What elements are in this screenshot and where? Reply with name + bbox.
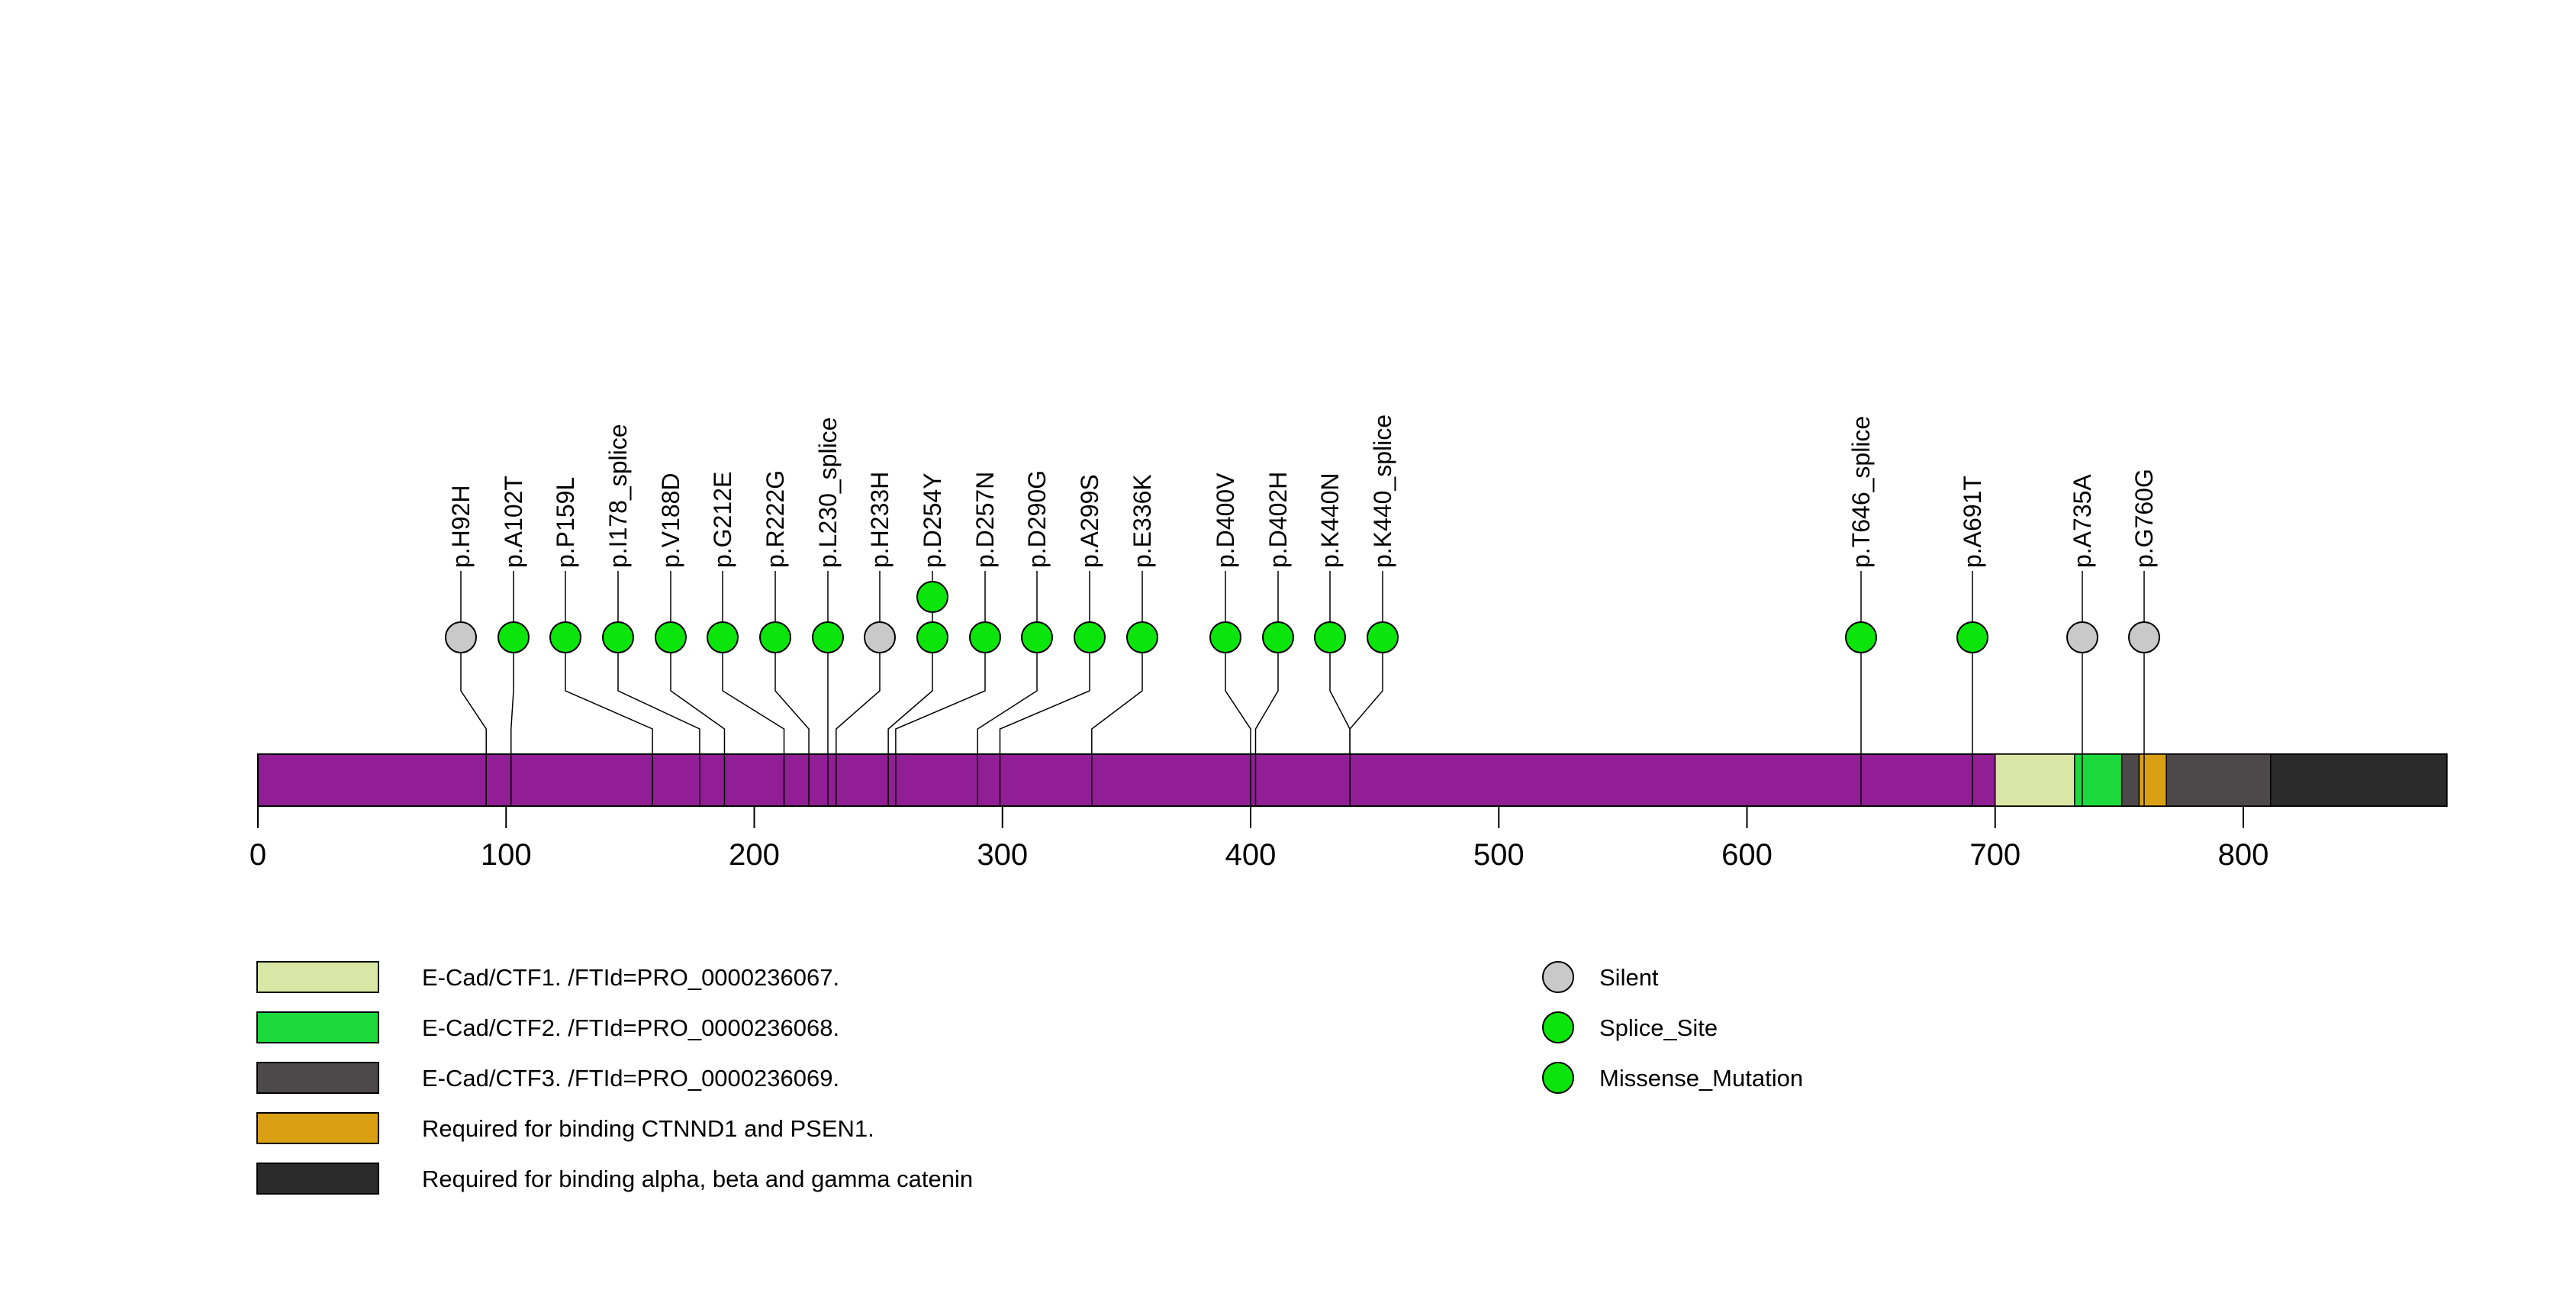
mutation-label: p.D402H	[1264, 472, 1292, 568]
legend-domain-swatch	[256, 1062, 379, 1094]
axis-tick-label: 500	[1473, 838, 1525, 872]
mutation-label: p.D400V	[1212, 472, 1239, 568]
mutation-lollipop	[812, 621, 844, 653]
mutation-label: p.D290G	[1023, 470, 1051, 568]
mutation-label: p.P159L	[552, 477, 579, 568]
axis-tick-label: 200	[729, 838, 780, 872]
mutation-lollipop	[707, 621, 739, 653]
legend-domain-swatch	[256, 961, 379, 993]
mutation-label: p.G760G	[2130, 469, 2158, 568]
axis-tick-label: 0	[250, 838, 266, 872]
mutation-label: p.K440N	[1316, 472, 1344, 568]
mutation-lollipop	[655, 621, 687, 653]
mutation-lollipop-stacked	[916, 581, 948, 613]
legend-mutation-type-label: Silent	[1599, 964, 1659, 991]
mutation-label: p.E336K	[1129, 474, 1156, 568]
legend-domain-swatch	[256, 1112, 379, 1144]
mutation-lollipop	[602, 621, 634, 653]
axis-tick-label: 600	[1721, 838, 1773, 872]
mutation-label: p.K440_splice	[1369, 414, 1396, 568]
legend-domain-label: Required for binding alpha, beta and gam…	[422, 1166, 973, 1192]
axis-tick-label: 800	[2218, 838, 2269, 872]
mutation-lollipop	[1845, 621, 1877, 653]
mutation-lollipop	[2128, 621, 2160, 653]
mutation-lollipop	[497, 621, 530, 653]
mutation-lollipop	[1126, 621, 1158, 653]
mutation-label: p.R222G	[762, 470, 789, 568]
axis-tick-label: 400	[1225, 838, 1277, 872]
mutation-lollipop	[1262, 621, 1294, 653]
mutation-label: p.D254Y	[919, 472, 946, 568]
legend-domain-label: Required for binding CTNND1 and PSEN1.	[422, 1115, 874, 1142]
mutation-lollipop	[969, 621, 1001, 653]
mutation-lollipop	[1314, 621, 1346, 653]
mutation-lollipop	[916, 621, 948, 653]
domain-segment-4	[2138, 753, 2167, 807]
legend-mutation-type-circle	[1542, 1011, 1574, 1043]
axis-tick-label: 300	[977, 838, 1028, 872]
mutation-label: p.H233H	[866, 472, 894, 568]
axis-tick-label: 700	[1969, 838, 2021, 872]
legend-mutation-type-circle	[1542, 1062, 1574, 1094]
legend-domain-swatch	[256, 1163, 379, 1195]
mutation-label: p.A691T	[1959, 476, 1986, 568]
mutation-lollipop	[1956, 621, 1988, 653]
mutation-lollipop	[445, 621, 477, 653]
legend-domain-label: E-Cad/CTF2. /FTId=PRO_0000236068.	[422, 1014, 839, 1041]
mutation-label: p.A735A	[2069, 474, 2096, 568]
mutation-lollipop	[1209, 621, 1241, 653]
legend-domain-swatch	[256, 1011, 379, 1043]
domain-segment-5	[2270, 753, 2448, 807]
legend-mutation-type-circle	[1542, 961, 1574, 993]
legend-domain-label: E-Cad/CTF3. /FTId=PRO_0000236069.	[422, 1065, 839, 1092]
mutation-label: p.I178_splice	[604, 424, 632, 568]
mutation-label: p.T646_splice	[1847, 416, 1875, 568]
mutation-lollipop	[1367, 621, 1399, 653]
legend-mutation-type-label: Missense_Mutation	[1599, 1065, 1803, 1092]
legend-mutation-type-label: Splice_Site	[1599, 1014, 1718, 1041]
mutation-label: p.G212E	[709, 472, 736, 568]
mutation-label: p.V188D	[657, 472, 684, 568]
legend-domain-label: E-Cad/CTF1. /FTId=PRO_0000236067.	[422, 964, 839, 991]
mutation-label: p.H92H	[447, 485, 475, 569]
mutation-lollipop	[864, 621, 896, 653]
mutation-lollipop	[1021, 621, 1053, 653]
mutation-lollipop	[759, 621, 791, 653]
mutation-label: p.A299S	[1076, 474, 1103, 568]
mutation-lollipop	[1074, 621, 1106, 653]
mutation-label: p.D257N	[971, 472, 999, 568]
mutation-lollipop	[2066, 621, 2098, 653]
axis-tick-label: 100	[481, 838, 532, 872]
mutation-label: p.A102T	[500, 476, 527, 568]
mutation-label: p.L230_splice	[814, 418, 842, 568]
mutation-lollipop	[549, 621, 581, 653]
